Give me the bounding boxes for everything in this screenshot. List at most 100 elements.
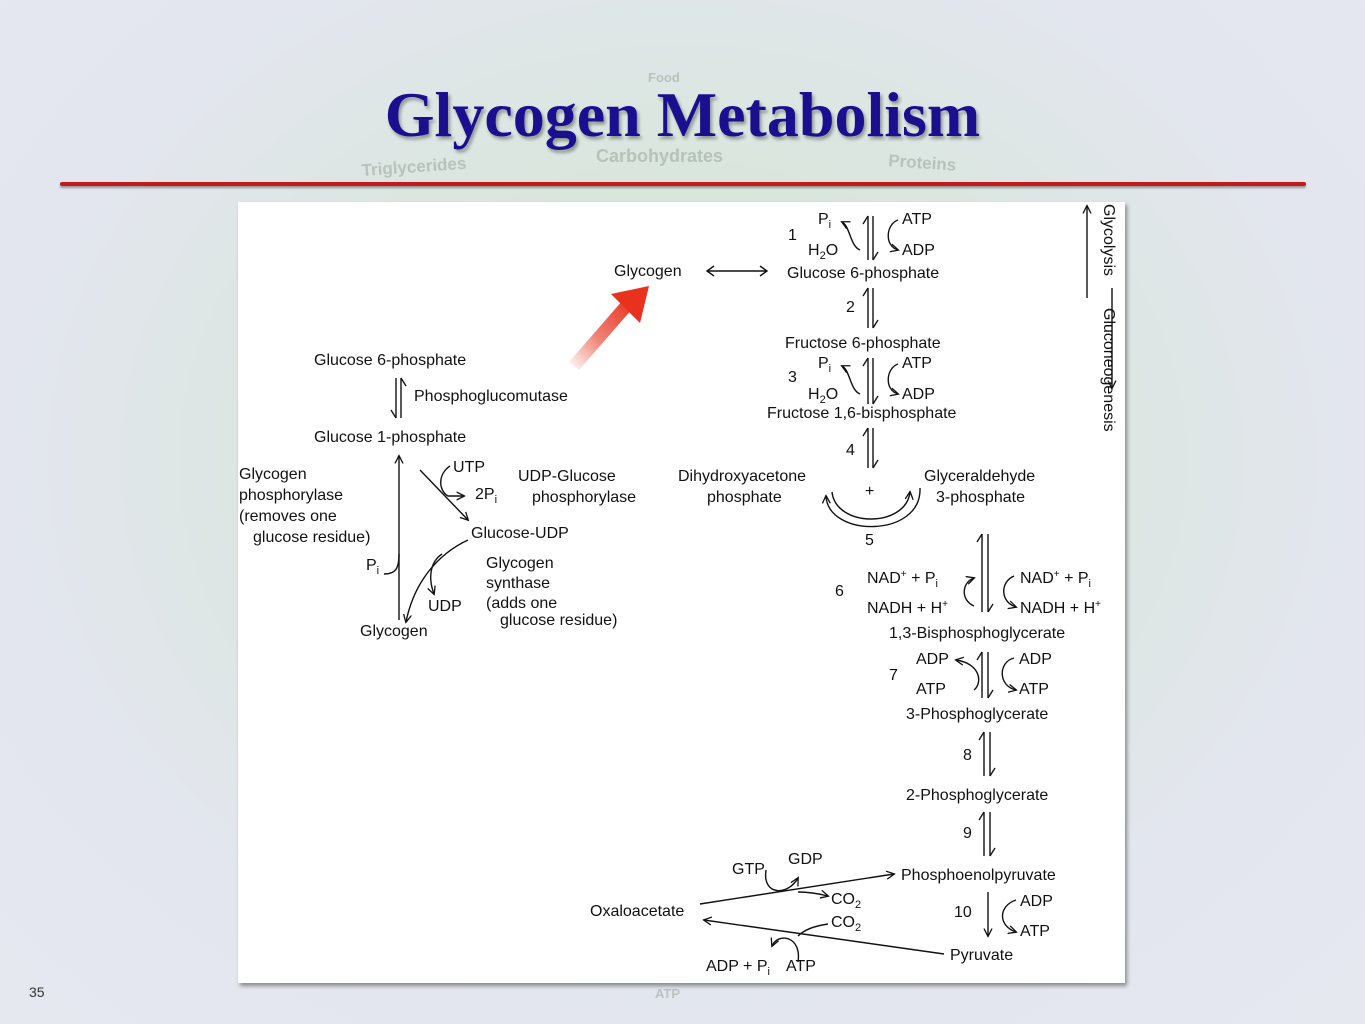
- step7-atp-left: ATP: [916, 681, 946, 698]
- step3-equilibrium-arrow-icon: [842, 357, 898, 405]
- step1-adp-label: ADP: [902, 242, 935, 259]
- left-equilibrium-arrow-icon: [390, 377, 407, 419]
- udp-label: UDP: [428, 598, 462, 615]
- two-pi-label: 2Pi: [475, 486, 497, 506]
- step3-adp-label: ADP: [902, 386, 935, 403]
- step3-pi-label: Pi: [818, 355, 831, 375]
- phosphoglucomutase-label: Phosphoglucomutase: [414, 388, 568, 405]
- utp-label: UTP: [453, 459, 485, 476]
- left-glycogen-label: Glycogen: [360, 623, 428, 640]
- step3-atp-label: ATP: [902, 355, 932, 372]
- step8-equilibrium-arrow-icon: [978, 731, 996, 777]
- step5-isomerase-arrow-icon: [826, 487, 921, 528]
- gtp-label: GTP: [732, 861, 765, 878]
- left-glucose6p-label: Glucose 6-phosphate: [314, 352, 466, 369]
- step-2-number: 2: [846, 299, 855, 316]
- phosphorylase-line-2: phosphorylase: [239, 487, 343, 504]
- step-9-number: 9: [963, 825, 972, 842]
- utp-curve-arrow-icon: [440, 465, 464, 496]
- step-7-number: 7: [889, 667, 898, 684]
- oxaloacetate-label: Oxaloacetate: [590, 903, 684, 920]
- step7-adp-left: ADP: [916, 651, 949, 668]
- step6-equilibrium-arrow-icon: [963, 533, 1016, 613]
- phosphorylase-line-4: glucose residue): [253, 529, 370, 546]
- pg3-label: 3-Phosphoglycerate: [906, 706, 1048, 723]
- gtp-gdp-curve-icon: [765, 869, 798, 892]
- atp-adp-curve-bottom-icon: [772, 937, 800, 963]
- step1-equilibrium-arrow-icon: [842, 215, 898, 261]
- bg-proteins-label: Proteins: [888, 151, 957, 175]
- synthase-arrow-icon: [406, 539, 469, 622]
- dhap-line-1: Dihydroxyacetone: [678, 468, 806, 485]
- step-1-number: 1: [788, 227, 797, 244]
- step-8-number: 8: [963, 747, 972, 764]
- step1-atp-label: ATP: [902, 211, 932, 228]
- gdp-label: GDP: [788, 851, 823, 868]
- synthase-line-1: Glycogen: [486, 555, 554, 572]
- step6-nadh-right: NADH + H+: [1020, 599, 1101, 617]
- pyruvate-carboxylase-arrow-icon: [704, 920, 945, 955]
- step-3-number: 3: [788, 369, 797, 386]
- phosphorylase-line-1: Glycogen: [239, 466, 307, 483]
- step-6-number: 6: [835, 583, 844, 600]
- step1-h2o-label: H2O: [808, 242, 838, 262]
- step10-adp-atp-curve-icon: [1001, 899, 1017, 932]
- step7-atp-right: ATP: [1019, 681, 1049, 698]
- co2-entry-bottom-icon: [797, 923, 829, 937]
- step6-nad-left: NAD+ + Pi: [867, 569, 938, 590]
- step3-h2o-label: H2O: [808, 386, 838, 406]
- highlight-arrow-icon: [569, 286, 649, 370]
- synthase-line-3: (adds one: [486, 595, 557, 612]
- udp-glucose-phosphorylase-line-1: UDP-Glucose: [518, 468, 616, 485]
- left-glucose1p-label: Glucose 1-phosphate: [314, 429, 466, 446]
- glucose-udp-label: Glucose-UDP: [471, 525, 569, 542]
- slide-title: Glycogen Metabolism: [384, 79, 981, 150]
- bpg13-label: 1,3-Bisphosphoglycerate: [889, 625, 1065, 642]
- direction-legend: Glycolysis Gluconeogenesis: [1087, 204, 1117, 432]
- co2-top-label: CO2: [831, 891, 861, 911]
- pi-entry-arrow-icon: [383, 553, 400, 575]
- fructose16bp-label: Fructose 1,6-bisphosphate: [767, 405, 957, 422]
- pepck-arrow-icon: [699, 874, 894, 905]
- glycogen-exchange-arrow-icon: [705, 265, 769, 277]
- step7-equilibrium-arrow-icon: [956, 651, 1016, 699]
- bg-triglycerides-label: Triglycerides: [361, 154, 467, 180]
- pyruvate-label: Pyruvate: [950, 947, 1013, 964]
- step6-nadh-left: NADH + H+: [867, 599, 948, 617]
- step1-pi-label: Pi: [818, 211, 831, 231]
- gap-line-1: Glyceraldehyde: [924, 468, 1035, 485]
- step-4-number: 4: [846, 442, 855, 459]
- dhap-line-2: phosphate: [707, 489, 782, 506]
- gluconeogenesis-label: Gluconeogenesis: [1100, 308, 1117, 432]
- right-glycogen-label: Glycogen: [614, 263, 682, 280]
- udp-glucose-phosphorylase-line-2: phosphorylase: [532, 489, 636, 506]
- step2-equilibrium-arrow-icon: [862, 287, 879, 329]
- glycolysis-label: Glycolysis: [1100, 204, 1117, 276]
- bg-atp-label: ATP: [655, 986, 680, 1001]
- page-number: 35: [29, 984, 45, 1000]
- step9-equilibrium-arrow-icon: [978, 811, 996, 857]
- right-glucose6p-label: Glucose 6-phosphate: [787, 265, 939, 282]
- adp-pi-label: ADP + Pi: [706, 958, 770, 978]
- synthase-line-4: glucose residue): [500, 612, 617, 629]
- step7-adp-right: ADP: [1019, 651, 1052, 668]
- fructose6p-label: Fructose 6-phosphate: [785, 335, 941, 352]
- gap-line-2: 3-phosphate: [936, 489, 1025, 506]
- left-pi-label: Pi: [366, 557, 379, 577]
- udp-exit-arrow-icon: [431, 553, 443, 594]
- step10-adp-label: ADP: [1020, 893, 1053, 910]
- co2-bottom-label: CO2: [831, 914, 861, 934]
- aldolase-plus-sign: +: [865, 483, 874, 500]
- step10-atp-label: ATP: [1020, 923, 1050, 940]
- step4-equilibrium-arrow-icon: [862, 427, 879, 469]
- pep-label: Phosphoenolpyruvate: [901, 867, 1056, 884]
- pg2-label: 2-Phosphoglycerate: [906, 787, 1048, 804]
- step6-nad-right: NAD+ + Pi: [1020, 569, 1091, 590]
- step-5-number: 5: [865, 532, 874, 549]
- glycogen-metabolism-figure: Glucose 6-phosphate Phosphoglucomutase G…: [238, 202, 1125, 983]
- phosphorylase-line-3: (removes one: [239, 508, 337, 525]
- synthase-line-2: synthase: [486, 575, 550, 592]
- glucose1p-to-udp-arrow-icon: [419, 469, 468, 520]
- pathway-diagram: Glucose 6-phosphate Phosphoglucomutase G…: [239, 204, 1117, 978]
- title-rule: [60, 182, 1306, 186]
